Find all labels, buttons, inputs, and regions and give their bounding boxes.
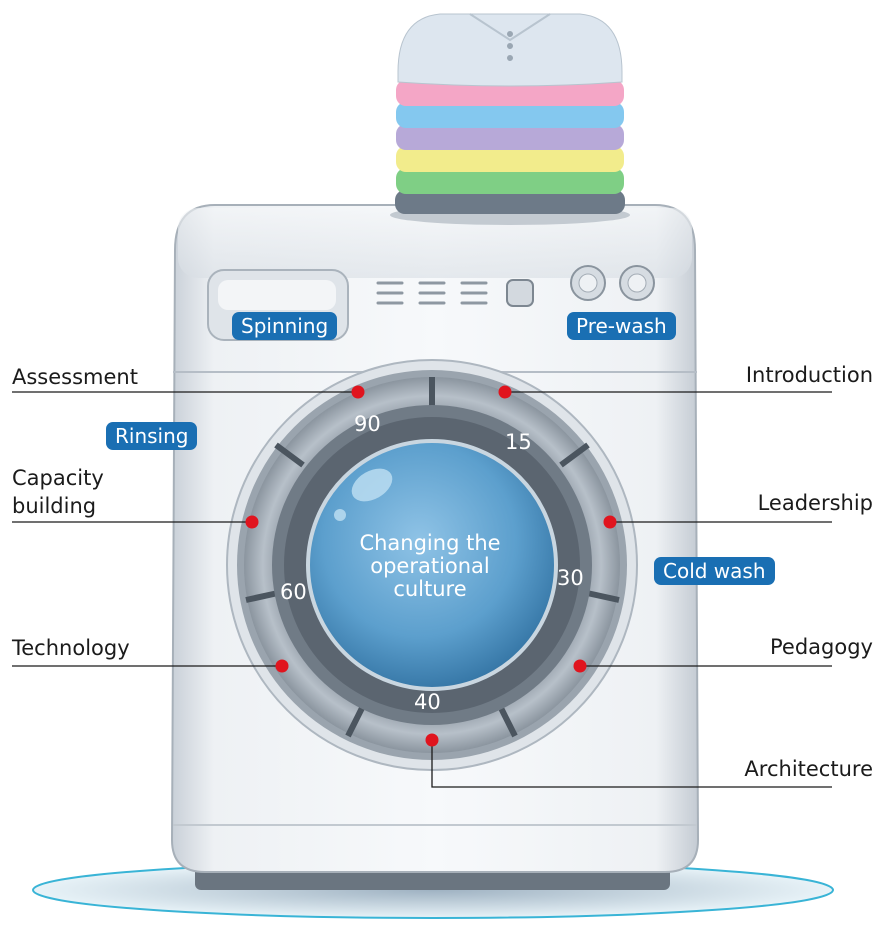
folded-clothes-stack-icon [390, 13, 630, 225]
marker-dot [498, 385, 512, 399]
dial-number-15: 15 [505, 430, 532, 454]
label-technology: Technology [12, 636, 130, 660]
pill-pre-wash: Pre-wash [567, 312, 676, 340]
label-assessment: Assessment [12, 365, 138, 389]
marker-dot [573, 659, 587, 673]
marker-dot [275, 659, 289, 673]
power-button-icon [506, 279, 534, 307]
dial-number-60: 60 [280, 580, 307, 604]
dial-number-30: 30 [557, 566, 584, 590]
label-leadership: Leadership [757, 491, 873, 515]
center-title: Changing the operational culture [320, 532, 540, 601]
label-pedagogy: Pedagogy [770, 635, 873, 659]
label-capacity-building-line-1: Capacity [12, 466, 104, 490]
pill-cold-wash: Cold wash [654, 557, 775, 585]
label-capacity-building-line-2: building [12, 494, 97, 518]
label-introduction: Introduction [745, 363, 873, 387]
marker-dot [245, 515, 259, 529]
center-line-3: culture [393, 577, 467, 601]
pill-spinning: Spinning [232, 312, 338, 340]
center-line-1: Changing the [359, 531, 501, 555]
stage-markers [245, 385, 617, 747]
control-panel-vents [376, 281, 488, 305]
dial-number-90: 90 [354, 412, 381, 436]
label-architecture: Architecture [744, 757, 873, 781]
marker-dot [425, 733, 439, 747]
marker-dot [351, 385, 365, 399]
pill-rinsing: Rinsing [106, 422, 198, 450]
dial-number-40: 40 [414, 690, 441, 714]
marker-dot [603, 515, 617, 529]
center-line-2: operational [370, 554, 490, 578]
dial-segment-dividers [245, 377, 620, 738]
door-glass [306, 439, 558, 691]
leader-lines [12, 391, 832, 788]
